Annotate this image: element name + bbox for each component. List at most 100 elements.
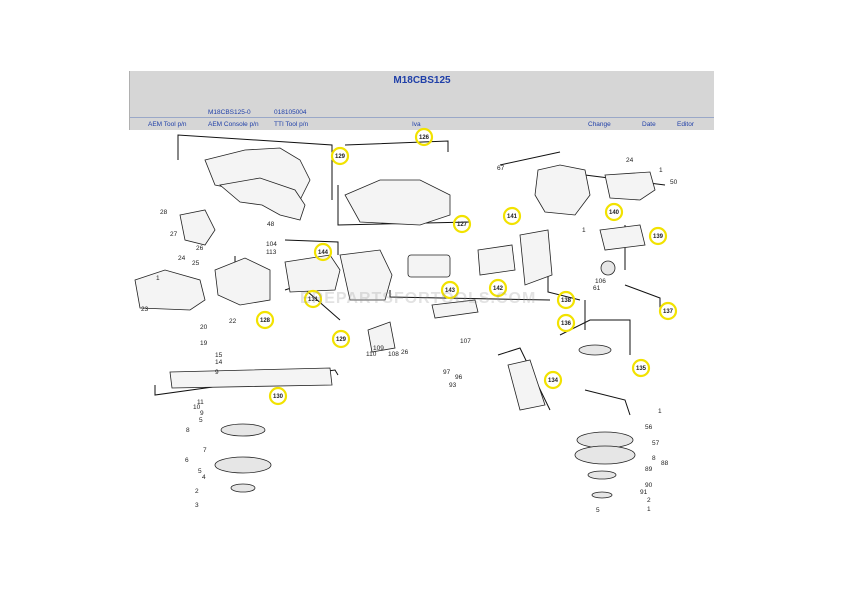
header-bar: M18CBS125 M18CBS125-0 018105004 AEM Tool…: [129, 71, 714, 130]
bracket-line: [499, 151, 561, 166]
callout-label: 126: [419, 135, 430, 141]
part-number-label: 11: [197, 399, 204, 406]
part-number-label: 26: [196, 245, 204, 252]
part-number-label: 1: [582, 227, 586, 234]
callout-129[interactable]: [330, 146, 350, 166]
bracket-line: [389, 290, 551, 301]
callout-label: 142: [493, 286, 504, 292]
bearing-right: [587, 470, 617, 480]
callout-134[interactable]: [543, 370, 563, 390]
part-number-label: 104: [266, 241, 277, 248]
part-number-label: 109: [373, 345, 384, 352]
part-number-label: 8: [186, 427, 190, 434]
part-number-label: 10: [193, 404, 201, 411]
part-number-label: 9: [200, 410, 204, 417]
page-title: M18CBS125: [393, 75, 451, 86]
callout-142[interactable]: [488, 278, 508, 298]
callout-label: 144: [318, 250, 329, 256]
side-guard: [507, 359, 546, 411]
part-number-label: 97: [443, 369, 451, 376]
part-number-label: 24: [178, 255, 186, 262]
part-number-label: 23: [141, 306, 149, 313]
callout-label: 129: [336, 337, 347, 343]
callout-label: 127: [457, 222, 468, 228]
top-cover: [604, 171, 656, 201]
callout-label: 140: [609, 210, 620, 216]
wheel-lower-left: [214, 456, 272, 474]
part-number-label: 9: [215, 369, 219, 376]
callout-127[interactable]: [452, 214, 472, 234]
callout-137[interactable]: [658, 301, 678, 321]
wheel-lower-right: [574, 445, 636, 465]
wheel-upper-left: [220, 423, 266, 437]
part-number-label: 93: [449, 382, 457, 389]
part-number-label: 24: [626, 157, 634, 164]
callout-135[interactable]: [631, 358, 651, 378]
callout-label: 134: [548, 378, 559, 384]
model-number: M18CBS125-0: [208, 109, 251, 116]
part-number-label: 5: [596, 507, 600, 514]
part-number-label: 89: [645, 466, 653, 473]
column-tti-tool: TTI Tool p/n: [274, 121, 309, 128]
part-number-label: 106: [595, 278, 606, 285]
part-number-label: 50: [670, 179, 678, 186]
part-number-label: 2: [647, 497, 651, 504]
part-number-label: 1: [156, 275, 160, 282]
part-number-label: 48: [267, 221, 275, 228]
part-number-label: 108: [388, 351, 399, 358]
part-number-label: 25: [192, 260, 200, 267]
part-number-label: 67: [497, 165, 505, 172]
part-number-label: 88: [661, 460, 669, 467]
battery-housing: [284, 254, 341, 293]
callout-138[interactable]: [556, 290, 576, 310]
watermark: EREPARTSFORTOOLS.COM: [300, 290, 537, 307]
part-number-label: 4: [202, 474, 206, 481]
guard-left: [134, 269, 206, 311]
callout-139[interactable]: [648, 226, 668, 246]
column-aem-tool: AEM Tool p/n: [148, 121, 187, 128]
part-number-label: 8: [652, 455, 656, 462]
column-editor: Editor: [677, 121, 694, 128]
part-number-label: 22: [229, 318, 237, 325]
bracket-line: [624, 284, 661, 310]
small-gear: [600, 260, 616, 276]
part-number-label: 96: [455, 374, 463, 381]
part-number-label: 110: [366, 351, 377, 358]
callout-label: 143: [445, 288, 456, 294]
callout-126[interactable]: [414, 127, 434, 147]
callout-144[interactable]: [313, 242, 333, 262]
column-date: Date: [642, 121, 656, 128]
base-plate: [169, 367, 333, 389]
callout-130[interactable]: [268, 386, 288, 406]
callout-label: 129: [335, 154, 346, 160]
callout-140[interactable]: [604, 202, 624, 222]
lever-arm: [431, 299, 479, 319]
part-number-label: 20: [200, 324, 208, 331]
callout-143[interactable]: [440, 280, 460, 300]
callout-128[interactable]: [255, 310, 275, 330]
part-number-label: 1: [658, 408, 662, 415]
part-number-label: 57: [652, 440, 660, 447]
part-number-label: 107: [460, 338, 471, 345]
part-number-label: 1: [659, 167, 663, 174]
part-number-label: 5: [198, 468, 202, 475]
callout-131[interactable]: [303, 289, 323, 309]
callout-136[interactable]: [556, 313, 576, 333]
part-number-label: 91: [640, 489, 648, 496]
header-divider: [130, 117, 714, 118]
callout-129b[interactable]: [331, 329, 351, 349]
callout-label: 138: [561, 298, 572, 304]
callout-label: 128: [260, 318, 271, 324]
callout-141[interactable]: [502, 206, 522, 226]
trigger-part: [179, 209, 216, 246]
part-number-label: 14: [215, 359, 223, 366]
bracket-line: [547, 240, 581, 301]
gear-train: [599, 224, 646, 251]
armature-motor: [407, 254, 451, 278]
column-change: Change: [588, 121, 611, 128]
part-number-label: 27: [170, 231, 178, 238]
part-number-label: 1: [647, 506, 651, 513]
bracket-plate: [367, 321, 396, 353]
callout-label: 139: [653, 234, 664, 240]
